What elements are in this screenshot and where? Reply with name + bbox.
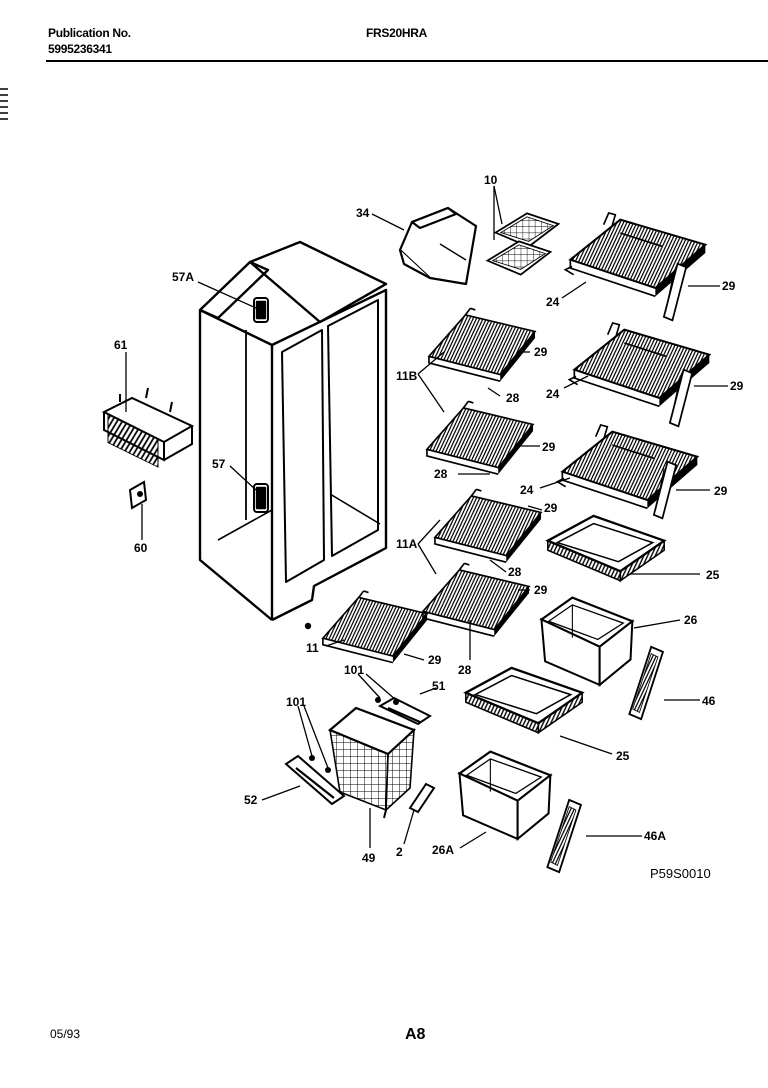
callout-10: 10 bbox=[484, 173, 498, 187]
callout-28-d: 28 bbox=[458, 663, 472, 677]
crisper-pan-26 bbox=[540, 596, 634, 687]
callout-29-a: 29 bbox=[722, 279, 736, 293]
callout-24-c: 24 bbox=[520, 483, 534, 497]
callout-24-a: 24 bbox=[546, 295, 560, 309]
ice-tray-10-b bbox=[486, 240, 552, 276]
rail-52 bbox=[284, 754, 346, 806]
ice-tray-10-a bbox=[494, 212, 560, 248]
bracket-61 bbox=[101, 387, 195, 468]
part-2 bbox=[408, 782, 436, 814]
screws-101 bbox=[309, 697, 399, 773]
callout-60: 60 bbox=[134, 541, 148, 555]
callout-28-a: 28 bbox=[506, 391, 520, 405]
callout-46a: 46A bbox=[644, 829, 666, 843]
header-rule bbox=[46, 60, 768, 62]
callout-29-g: 29 bbox=[534, 583, 548, 597]
shelf-24-middle bbox=[568, 322, 711, 408]
cabinet bbox=[198, 240, 388, 630]
callout-34: 34 bbox=[356, 206, 370, 220]
callout-29-h: 29 bbox=[428, 653, 442, 667]
shelf-24-top bbox=[564, 212, 707, 298]
callout-29-c: 29 bbox=[730, 379, 744, 393]
callout-29-b: 29 bbox=[534, 345, 548, 359]
callout-61: 61 bbox=[114, 338, 128, 352]
basket-49 bbox=[327, 706, 417, 819]
callout-51: 51 bbox=[432, 679, 446, 693]
callout-28-c: 28 bbox=[508, 565, 522, 579]
callout-11b: 11B bbox=[396, 369, 418, 383]
publication-label: Publication No. bbox=[48, 26, 131, 40]
rail-51 bbox=[377, 696, 432, 726]
publication-number: 5995236341 bbox=[48, 42, 112, 56]
page-number: A8 bbox=[405, 1026, 426, 1043]
ice-bucket-34 bbox=[398, 206, 478, 286]
callout-57a: 57A bbox=[172, 270, 194, 284]
callout-28-b: 28 bbox=[434, 467, 448, 481]
callout-29-f: 29 bbox=[544, 501, 558, 515]
callout-26a: 26A bbox=[432, 843, 454, 857]
crisper-pan-26a bbox=[458, 750, 552, 841]
callout-2: 2 bbox=[396, 845, 403, 859]
model-number: FRS20HRA bbox=[366, 26, 427, 40]
callout-57: 57 bbox=[212, 457, 226, 471]
callout-52: 52 bbox=[244, 793, 258, 807]
figure-code: P59S0010 bbox=[650, 866, 711, 881]
scan-edge-marks bbox=[0, 88, 8, 120]
callout-49: 49 bbox=[362, 851, 376, 865]
crisper-cover-25-lower bbox=[464, 666, 584, 734]
callout-29-d: 29 bbox=[542, 440, 556, 454]
callout-25-a: 25 bbox=[706, 568, 720, 582]
shelf-11a-upper bbox=[434, 488, 542, 564]
callout-11a: 11A bbox=[396, 537, 418, 551]
shelf-11b-lower bbox=[426, 400, 534, 476]
callout-25-b: 25 bbox=[616, 749, 630, 763]
drawer-front-46 bbox=[628, 645, 665, 721]
callout-11: 11 bbox=[306, 641, 319, 655]
shelf-11 bbox=[322, 590, 428, 664]
callout-26: 26 bbox=[684, 613, 698, 627]
callout-24-b: 24 bbox=[546, 387, 560, 401]
drawer-front-46a bbox=[546, 798, 583, 874]
revision-date: 05/93 bbox=[50, 1027, 81, 1041]
shelf-11b-upper bbox=[428, 307, 536, 383]
callout-101-a: 101 bbox=[344, 663, 364, 677]
crisper-cover-25 bbox=[546, 514, 666, 582]
callout-101-b: 101 bbox=[286, 695, 306, 709]
part-60 bbox=[128, 480, 148, 510]
leader-lines bbox=[125, 185, 728, 849]
callout-46: 46 bbox=[702, 694, 716, 708]
callout-29-e: 29 bbox=[714, 484, 728, 498]
